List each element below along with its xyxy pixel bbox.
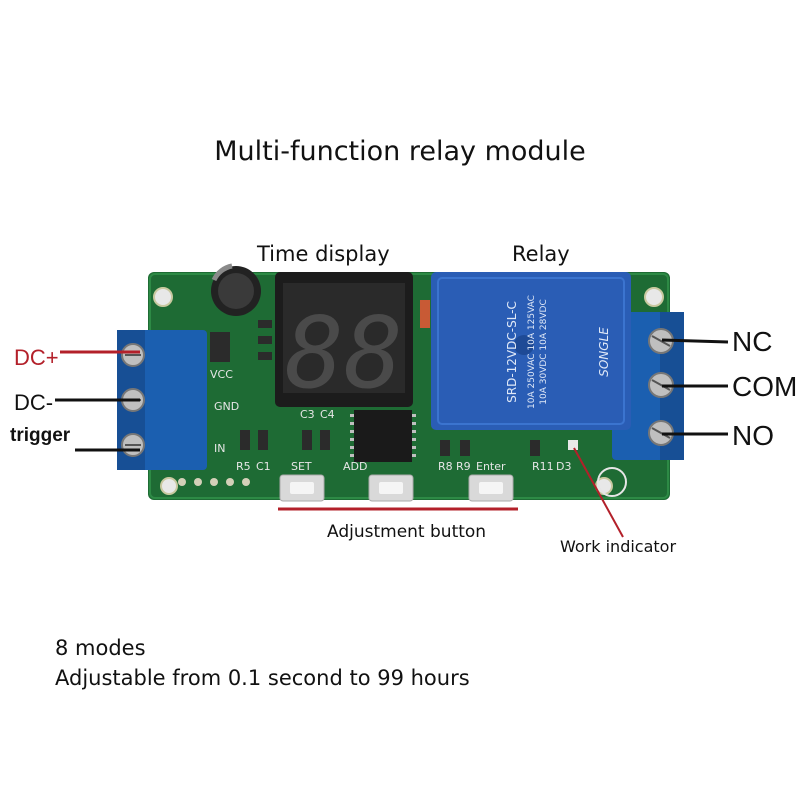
dc-plus-label: DC+: [14, 345, 59, 370]
relay-rating-1: 10A 250VAC 10A 125VAC: [527, 295, 537, 409]
no-label: NO: [732, 420, 774, 451]
silk-vcc: VCC: [210, 368, 233, 381]
work-indicator-line: [573, 447, 624, 538]
add-button: [368, 474, 414, 502]
relay-callout: Relay: [512, 242, 570, 266]
com-label: COM: [732, 371, 798, 402]
silk-r9: R9: [456, 460, 471, 473]
nc-label: NC: [732, 326, 773, 357]
silk-c1: C1: [256, 460, 271, 473]
silk-add: ADD: [343, 460, 367, 473]
modes-note: 8 modes: [55, 636, 146, 660]
silk-r8: R8: [438, 460, 453, 473]
silk-in: IN: [214, 442, 225, 455]
mount-hole: [153, 287, 173, 307]
silk-enter: Enter: [476, 460, 506, 473]
page-title: Multi-function relay module: [214, 136, 586, 167]
set-button: [279, 474, 325, 502]
mount-hole: [644, 287, 664, 307]
silk-c3: C3: [300, 408, 315, 421]
silk-r5: R5: [236, 460, 251, 473]
silk-gnd: GND: [214, 400, 239, 413]
nc-line: [661, 338, 729, 344]
relay-rating-2: 10A 30VDC 10A 28VDC: [539, 299, 549, 404]
enter-button: [468, 474, 514, 502]
display-digits: 88: [285, 297, 403, 411]
range-note: Adjustable from 0.1 second to 99 hours: [55, 666, 470, 690]
relay-brand: SONGLE: [597, 327, 611, 377]
dc-minus-label: DC-: [14, 390, 54, 415]
adjustment-button-callout: Adjustment button: [327, 522, 487, 542]
work-indicator-led: [568, 440, 578, 450]
mount-hole: [160, 477, 178, 495]
silk-c4: C4: [320, 408, 335, 421]
silk-r11: R11: [532, 460, 554, 473]
ic-chip: [354, 410, 412, 462]
relay-model: SRD-12VDC-SL-C: [505, 301, 519, 403]
time-display-callout: Time display: [257, 242, 390, 266]
trigger-label: trigger: [10, 425, 71, 446]
silk-set: SET: [291, 460, 312, 473]
silk-d3: D3: [556, 460, 571, 473]
work-indicator-callout: Work indicator: [560, 537, 677, 556]
